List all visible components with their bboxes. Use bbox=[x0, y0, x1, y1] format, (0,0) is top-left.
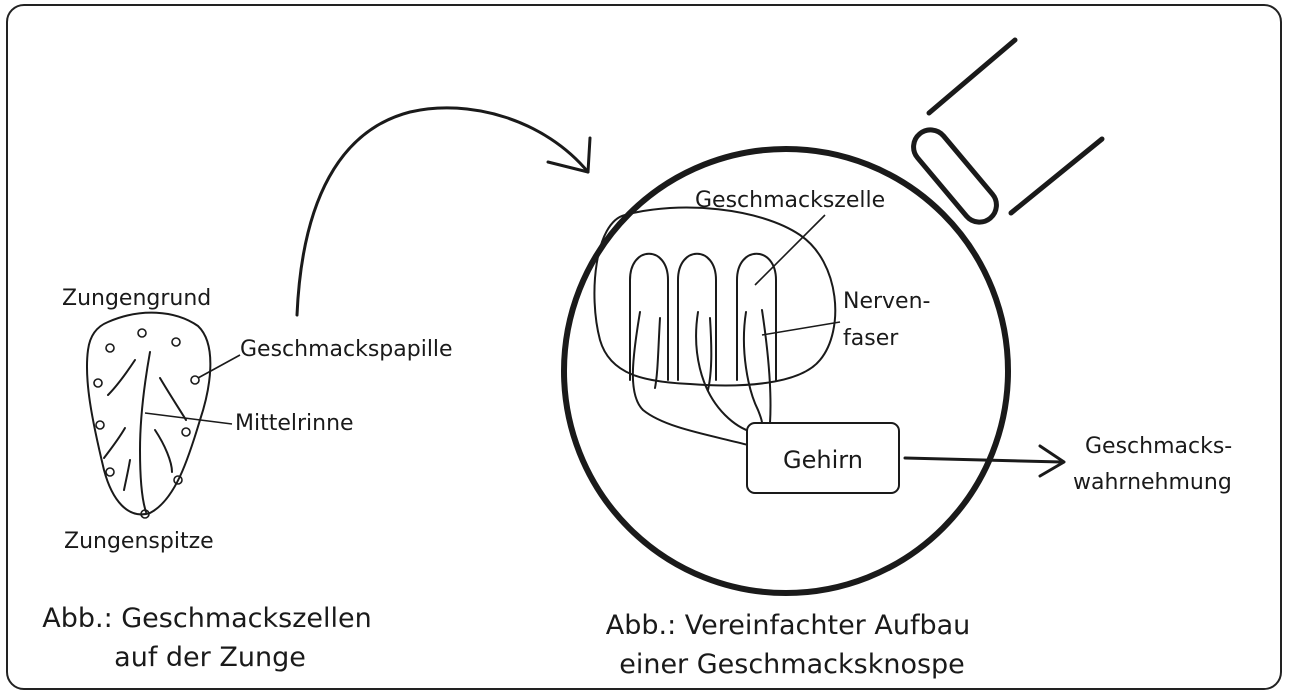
tongue-fold bbox=[108, 360, 135, 395]
label-taste-papilla: Geschmackspapille bbox=[240, 337, 453, 362]
papilla-leader-line bbox=[198, 355, 240, 378]
tongue-fold bbox=[104, 428, 125, 458]
tongue-caption-line1: Abb.: Geschmackszellen bbox=[42, 603, 371, 634]
taste-cell bbox=[737, 254, 776, 380]
papilla-dot bbox=[106, 468, 114, 476]
papilla-dot bbox=[182, 428, 190, 436]
papilla-dot bbox=[96, 421, 104, 429]
magnifier-handle-edge bbox=[1011, 139, 1102, 213]
tongue-fold bbox=[155, 430, 172, 472]
nerve-fiber bbox=[744, 312, 762, 423]
bud-caption-line1: Abb.: Vereinfachter Aufbau bbox=[606, 610, 971, 641]
papilla-dot bbox=[172, 338, 180, 346]
label-perception-line2: wahrnehmung bbox=[1073, 470, 1232, 495]
bud-caption-line2: einer Geschmacksknospe bbox=[619, 649, 965, 680]
label-taste-cell: Geschmackszelle bbox=[695, 188, 885, 213]
label-perception-line1: Geschmacks- bbox=[1085, 434, 1232, 459]
tongue-caption-line2: auf der Zunge bbox=[114, 642, 306, 673]
taste-bud bbox=[594, 208, 835, 445]
magnifier-collar bbox=[907, 123, 1004, 229]
nerve-fiber bbox=[762, 310, 771, 423]
median-groove bbox=[140, 352, 150, 512]
cell-leader-line bbox=[755, 215, 825, 285]
nerve-fiber bbox=[633, 312, 748, 445]
label-tongue-base: Zungengrund bbox=[62, 286, 211, 311]
tongue-leaders bbox=[145, 355, 240, 424]
label-median-groove: Mittelrinne bbox=[235, 411, 354, 436]
zoom-arrow bbox=[297, 108, 590, 315]
nerve-fiber bbox=[655, 318, 660, 388]
tongue-fold bbox=[124, 460, 130, 490]
nerve-leader-line bbox=[762, 322, 840, 335]
tongue-fold bbox=[160, 378, 186, 420]
label-tongue-tip: Zungenspitze bbox=[64, 529, 214, 554]
magnifier-handle-edge bbox=[929, 40, 1015, 113]
zoom-arrow-curve bbox=[297, 108, 588, 315]
taste-cell bbox=[630, 254, 668, 380]
papilla-dot bbox=[94, 379, 102, 387]
magnifier bbox=[564, 40, 1102, 593]
papilla-dot bbox=[106, 344, 114, 352]
label-brain: Gehirn bbox=[783, 446, 863, 474]
tongue-papillae bbox=[94, 329, 199, 518]
papilla-dot bbox=[138, 329, 146, 337]
label-nerve-fiber-line2: faser bbox=[843, 326, 899, 351]
label-nerve-fiber-line1: Nerven- bbox=[843, 289, 930, 314]
perception-arrow-shaft bbox=[905, 458, 1062, 462]
groove-leader-line bbox=[145, 413, 232, 424]
nerve-fiber bbox=[708, 318, 711, 390]
